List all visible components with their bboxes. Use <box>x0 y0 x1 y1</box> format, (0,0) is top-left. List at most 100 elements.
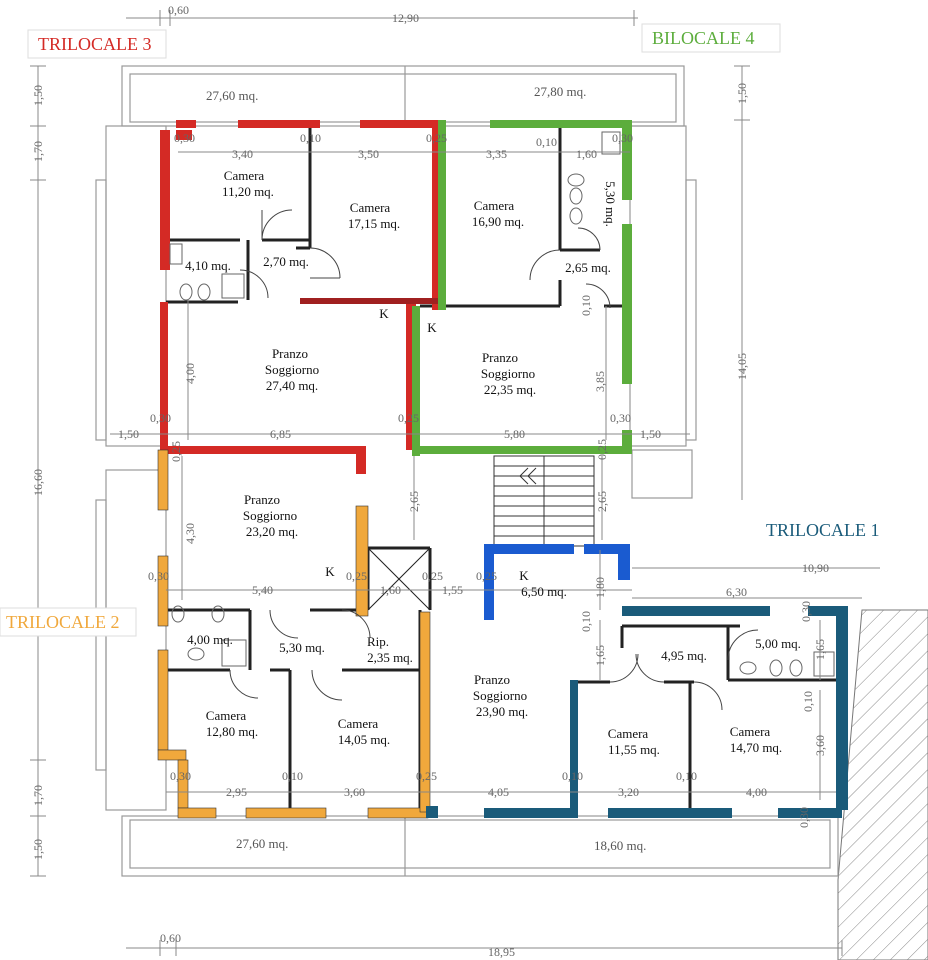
dim-label: 2,65 <box>595 491 609 512</box>
room-area: 11,55 mq. <box>608 742 660 757</box>
dim-label: 0,10 <box>801 691 815 712</box>
dim-label: 0,30 <box>612 131 633 145</box>
dimension-lines <box>30 10 880 956</box>
dim-label: 0,25 <box>398 411 419 425</box>
dim-label: 10,90 <box>802 561 829 575</box>
room-name: Camera <box>350 200 391 215</box>
walls-trilocale-1 <box>426 606 848 818</box>
terrace-areas: 27,60 mq. 27,80 mq. 27,60 mq. 18,60 mq. <box>206 84 646 853</box>
dim-label: 3,85 <box>593 371 607 392</box>
dim-label: 0,10 <box>300 131 321 145</box>
room-area: 5,30 mq. <box>603 181 618 227</box>
dim-label: 4,30 <box>183 523 197 544</box>
room-name: Camera <box>608 726 649 741</box>
unit-labels: TRILOCALE 3 BILOCALE 4 TRILOCALE 1 TRILO… <box>0 23 879 637</box>
dim-label: 0,25 <box>346 569 367 583</box>
dim-label: 18,95 <box>488 945 515 959</box>
room-name: Soggiorno <box>473 688 527 703</box>
dim-label: 3,20 <box>618 785 639 799</box>
dim-label: 0,30 <box>174 131 195 145</box>
room-area: 17,15 mq. <box>348 216 400 231</box>
walls-trilocale-3 <box>160 120 444 474</box>
terrace-area: 27,80 mq. <box>534 84 586 99</box>
room-area: 4,00 mq. <box>187 632 233 647</box>
dim-label: 0,25 <box>169 441 183 462</box>
dim-label: 1,80 <box>593 577 607 598</box>
dim-label: 0,30 <box>610 411 631 425</box>
walls-trilocale-2 <box>157 449 431 819</box>
dim-label: 4,00 <box>183 363 197 384</box>
room-area: 14,05 mq. <box>338 732 390 747</box>
dim-label: 5,80 <box>504 427 525 441</box>
room-area: 5,00 mq. <box>755 636 801 651</box>
room-area: 11,20 mq. <box>222 184 274 199</box>
dim-label: 3,60 <box>344 785 365 799</box>
dim-label: 3,60 <box>813 735 827 756</box>
dim-label: 4,00 <box>746 785 767 799</box>
room-name: Soggiorno <box>265 362 319 377</box>
room-name: Rip. <box>367 634 389 649</box>
walls-kitchen-blue <box>484 544 630 620</box>
kitchen-mark: K <box>325 564 335 579</box>
dim-label: 14,05 <box>735 353 749 380</box>
room-area: 14,70 mq. <box>730 740 782 755</box>
dim-label: 12,90 <box>392 11 419 25</box>
dim-label: 0,25 <box>416 769 437 783</box>
terrace-area: 18,60 mq. <box>594 838 646 853</box>
dim-label: 0,30 <box>150 411 171 425</box>
room-area: 2,70 mq. <box>263 254 309 269</box>
room-name: Camera <box>474 198 515 213</box>
dim-label: 1,70 <box>31 785 45 806</box>
dim-label: 0,25 <box>595 439 609 460</box>
dim-label: 3,40 <box>232 147 253 161</box>
dim-label: 0,30 <box>799 601 813 622</box>
dim-label: 0,10 <box>676 769 697 783</box>
room-name: Camera <box>730 724 771 739</box>
dim-label: 1,50 <box>640 427 661 441</box>
dim-label: 4,05 <box>488 785 509 799</box>
walls-bilocale-4 <box>412 120 632 456</box>
room-name: Pranzo <box>474 672 510 687</box>
room-area: 4,95 mq. <box>661 648 707 663</box>
terrace-area: 27,60 mq. <box>206 88 258 103</box>
dim-label: 1,50 <box>31 85 45 106</box>
dim-label: 1,60 <box>380 583 401 597</box>
dim-label: 0,10 <box>282 769 303 783</box>
dim-label: 0,25 <box>476 569 497 583</box>
dim-label: 1,60 <box>576 147 597 161</box>
room-name: Pranzo <box>272 346 308 361</box>
room-area: 2,65 mq. <box>565 260 611 275</box>
room-area: 6,50 mq. <box>521 584 567 599</box>
kitchen-mark: K <box>427 320 437 335</box>
room-name: Camera <box>206 708 247 723</box>
unit-label-trilocale-1: TRILOCALE 1 <box>766 520 879 540</box>
terrace-area: 27,60 mq. <box>236 836 288 851</box>
dim-label: 2,65 <box>407 491 421 512</box>
room-name: Camera <box>338 716 379 731</box>
dim-label: 16,60 <box>31 469 45 496</box>
unit-label-trilocale-3: TRILOCALE 3 <box>38 34 151 54</box>
room-area: 23,20 mq. <box>246 524 298 539</box>
room-name: K <box>519 568 529 583</box>
dim-label: 0,30 <box>148 569 169 583</box>
dim-label: 0,10 <box>562 769 583 783</box>
unit-label-trilocale-2: TRILOCALE 2 <box>6 612 119 632</box>
room-area: 16,90 mq. <box>472 214 524 229</box>
dim-label: 1,50 <box>31 839 45 860</box>
dim-label: 1,55 <box>442 583 463 597</box>
dim-label: 0,25 <box>426 131 447 145</box>
room-area: 23,90 mq. <box>476 704 528 719</box>
dimension-labels: 0,60 12,90 0,60 18,95 1,50 1,70 16,60 1,… <box>31 3 829 959</box>
dim-label: 0,60 <box>168 3 189 17</box>
dim-label: 3,50 <box>358 147 379 161</box>
dim-label: 1,50 <box>735 83 749 104</box>
dim-label: 2,95 <box>226 785 247 799</box>
room-area: 4,10 mq. <box>185 258 231 273</box>
dim-label: 1,50 <box>118 427 139 441</box>
dim-label: 0,25 <box>422 569 443 583</box>
room-area: 27,40 mq. <box>266 378 318 393</box>
dim-label: 5,40 <box>252 583 273 597</box>
room-area: 2,35 mq. <box>367 650 413 665</box>
dim-label: 3,35 <box>486 147 507 161</box>
